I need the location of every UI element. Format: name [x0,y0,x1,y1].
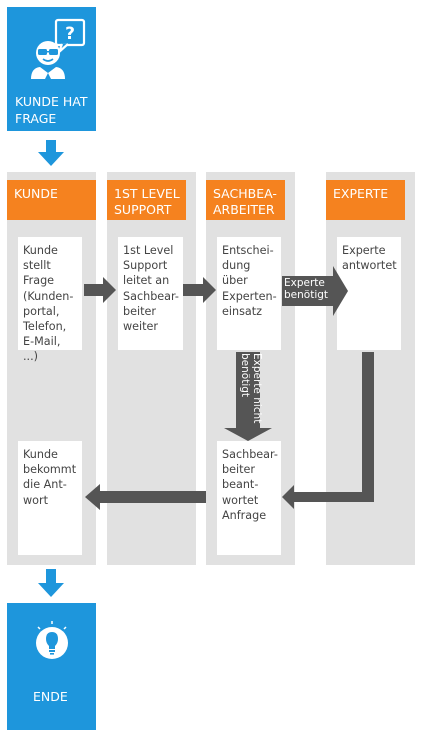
step-kunde-stellt-frage: Kunde stellt Frage (Kunden- portal, Tele… [18,237,82,363]
lane-title: EXPERTE [333,186,389,201]
svg-text:?: ? [65,24,75,44]
customer-question-icon: ? [31,18,86,79]
lane-header-support: 1ST LEVEL SUPPORT [107,180,186,220]
lane-header-kunde: KUNDE [7,180,96,220]
lightbulb-icon [36,621,68,659]
step-kunde-bekommt-antwort: Kunde bekommt die Ant- wort [18,441,82,555]
lane-header-sachbearbeiter: SACHBEA- ARBEITER [206,180,285,220]
step-sachbearbeiter-beantwortet: Sachbear- beiter beant- wortet Anfrage [217,441,281,555]
label-experte-benoetigt: Experte benötigt [284,277,329,301]
lane-experte [326,172,415,565]
lane-title: 1ST LEVEL SUPPORT [114,186,180,217]
step-support-leitet-weiter: 1st Level Support leitet an Sachbear- be… [118,237,183,350]
end-label: ENDE [33,689,68,704]
start-label: KUNDE HAT FRAGE [15,94,88,126]
step-experte-antwortet: Experte antwortet [337,237,401,350]
label-experte-nicht-benoetigt: Experte nicht benötigt [239,353,263,424]
lane-title: KUNDE [14,186,58,201]
lane-header-experte: EXPERTE [326,180,405,220]
lane-title: SACHBEA- ARBEITER [213,186,277,217]
start-node: ? KUNDE HAT FRAGE [7,7,96,131]
step-entscheidung-experteneinsatz: Entschei- dung über Experten- einsatz [217,237,281,350]
arrow-start-down [38,140,64,166]
arrow-end-down [38,569,64,597]
lane-1st-level-support [107,172,196,565]
end-node: ENDE [7,603,96,730]
